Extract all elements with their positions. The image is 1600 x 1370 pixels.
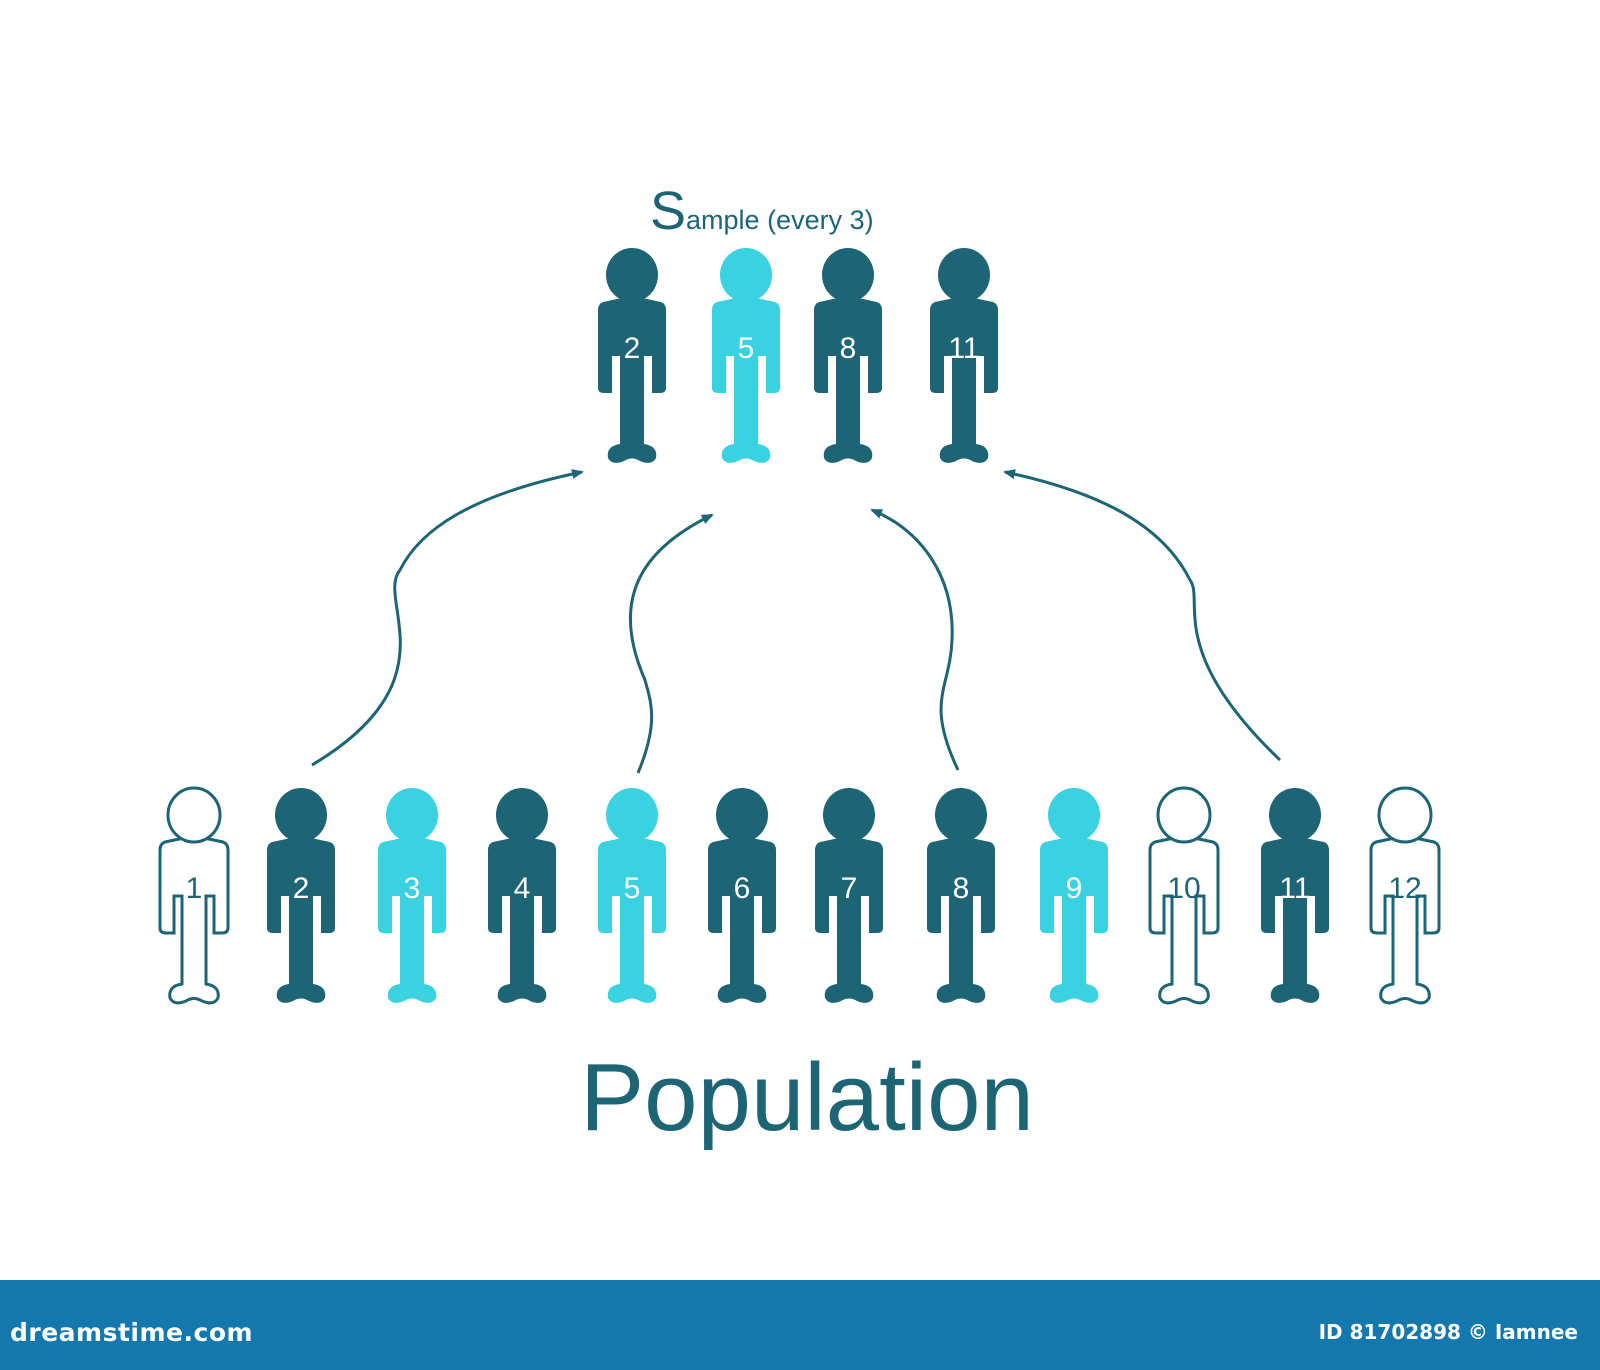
- person-head: [716, 788, 768, 842]
- footer-credit: ID 81702898 © Iamnee: [1318, 1320, 1578, 1344]
- person-number: 8: [840, 332, 857, 365]
- person-body: [815, 838, 883, 1003]
- person-number: 11: [1279, 872, 1310, 905]
- person-number: 2: [293, 872, 310, 905]
- sample-person-2: 2: [598, 248, 666, 463]
- person-number: 10: [1167, 872, 1200, 905]
- person-body: [598, 298, 666, 463]
- person-head: [822, 248, 874, 302]
- person-head: [935, 788, 987, 842]
- person-body: [927, 838, 995, 1003]
- arrow-2: [311, 469, 584, 767]
- person-body: [267, 838, 335, 1003]
- person-head: [720, 248, 772, 302]
- population-person-6: 6: [708, 788, 776, 1003]
- population-person-12: 12: [1369, 786, 1441, 1005]
- arrow-5: [629, 513, 714, 774]
- person-head: [606, 788, 658, 842]
- population-person-7: 7: [815, 788, 883, 1003]
- person-head: [275, 788, 327, 842]
- person-head: [1048, 788, 1100, 842]
- person-body: [814, 298, 882, 463]
- person-head: [1156, 786, 1212, 844]
- arrow-11: [1003, 469, 1282, 762]
- population-person-5: 5: [598, 788, 666, 1003]
- population-label: Population: [580, 1044, 1034, 1151]
- person-body: [378, 838, 446, 1003]
- population-person-4: 4: [488, 788, 556, 1003]
- arrows-group: [311, 469, 1282, 774]
- person-head: [823, 788, 875, 842]
- person-number: 3: [404, 872, 421, 905]
- person-number: 12: [1388, 872, 1421, 905]
- person-body: [712, 298, 780, 463]
- person-head: [166, 786, 222, 844]
- person-body: [1148, 836, 1220, 1005]
- person-number: 5: [624, 872, 641, 905]
- sample-person-8: 8: [814, 248, 882, 463]
- sample-title-initial: S: [650, 181, 686, 241]
- person-number: 5: [738, 332, 755, 365]
- person-head: [938, 248, 990, 302]
- person-head: [606, 248, 658, 302]
- person-number: 1: [186, 872, 203, 905]
- person-number: 4: [514, 872, 531, 905]
- footer-site[interactable]: dreamstime.com: [10, 1318, 254, 1347]
- population-person-3: 3: [378, 788, 446, 1003]
- sample-group: 2 5 8 11: [598, 248, 998, 463]
- person-head: [1269, 788, 1321, 842]
- sample-title-rest: ample (every 3): [686, 205, 874, 235]
- footer-bar: dreamstime.com ID 81702898 © Iamnee: [0, 1280, 1600, 1370]
- person-body: [598, 838, 666, 1003]
- population-person-1: 1: [158, 786, 230, 1005]
- person-number: 6: [734, 872, 751, 905]
- person-number: 11: [948, 332, 979, 365]
- person-number: 9: [1066, 872, 1083, 905]
- person-number: 7: [841, 872, 858, 905]
- population-person-10: 10: [1148, 786, 1220, 1005]
- population-person-8: 8: [927, 788, 995, 1003]
- person-body: [930, 298, 998, 463]
- sample-person-11: 11: [930, 248, 998, 463]
- sample-title: Sample (every 3): [650, 181, 874, 241]
- population-person-2: 2: [267, 788, 335, 1003]
- person-body: [1040, 838, 1108, 1003]
- person-number: 8: [953, 872, 970, 905]
- person-body: [708, 838, 776, 1003]
- person-body: [1369, 836, 1441, 1005]
- person-number: 2: [624, 332, 641, 365]
- person-body: [488, 838, 556, 1003]
- population-person-11: 11: [1261, 788, 1329, 1003]
- sample-person-5: 5: [712, 248, 780, 463]
- arrow-8: [870, 508, 960, 771]
- person-head: [1377, 786, 1433, 844]
- person-body: [1261, 838, 1329, 1003]
- person-head: [496, 788, 548, 842]
- person-head: [386, 788, 438, 842]
- person-body: [158, 836, 230, 1005]
- population-person-9: 9: [1040, 788, 1108, 1003]
